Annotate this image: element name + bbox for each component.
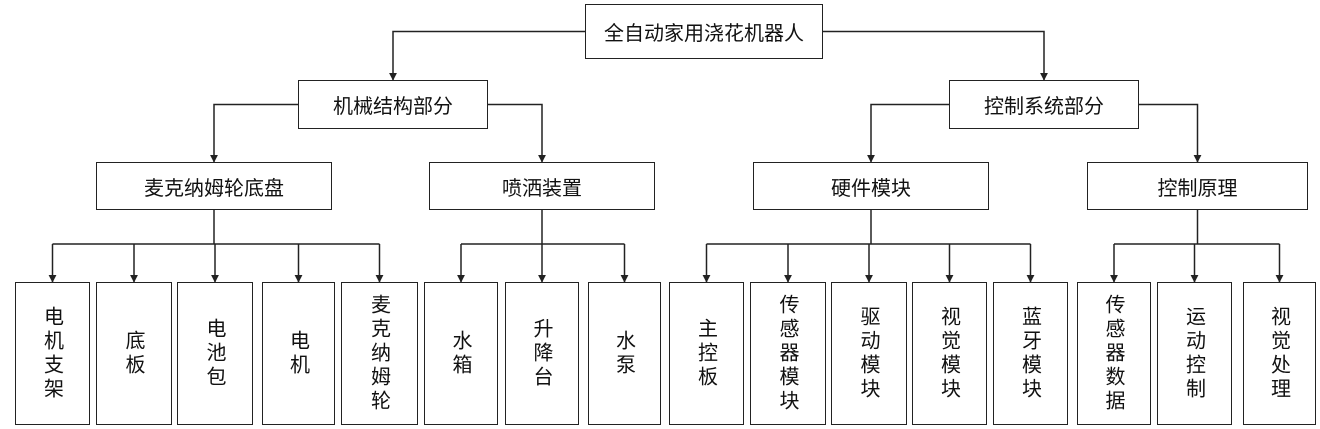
connector-line-4	[867, 103, 949, 163]
leaf-node-motor: 电机	[262, 282, 335, 425]
root-node: 全自动家用浇花机器人	[585, 4, 823, 59]
leaf-node-motor-bracket: 电机支架	[15, 282, 90, 425]
leaf-node-bluetooth-module: 蓝牙模块	[993, 282, 1068, 425]
leaf-node-lift-platform: 升降台	[505, 282, 579, 425]
group-node-spray-device: 喷洒装置	[429, 162, 655, 210]
connector-line-2	[210, 103, 298, 163]
connector-line-0	[389, 30, 585, 81]
leaf-node-water-pump: 水泵	[588, 282, 661, 425]
branch-node-control: 控制系统部分	[949, 80, 1139, 129]
leaf-node-vision-module: 视觉模块	[912, 282, 987, 425]
leaf-node-sensor-data: 传感器数据	[1077, 282, 1151, 425]
leaf-node-mecanum-wheel: 麦克纳姆轮	[341, 282, 418, 425]
leaf-node-main-board: 主控板	[669, 282, 744, 425]
connector-line-3	[488, 103, 546, 163]
leaf-node-battery-pack: 电池包	[177, 282, 253, 425]
group-node-mecanum-chassis: 麦克纳姆轮底盘	[96, 162, 332, 210]
connector-line-1	[823, 30, 1048, 81]
leaf-node-water-tank: 水箱	[424, 282, 498, 425]
leaf-node-motion-control: 运动控制	[1157, 282, 1232, 425]
group-node-control-principle: 控制原理	[1087, 162, 1308, 210]
leaf-node-sensor-module: 传感器模块	[750, 282, 826, 425]
leaf-node-base-plate: 底板	[96, 282, 172, 425]
connector-line-5	[1139, 103, 1202, 163]
branch-node-mechanical: 机械结构部分	[298, 80, 488, 129]
leaf-node-vision-processing: 视觉处理	[1243, 282, 1316, 425]
group-node-hardware-module: 硬件模块	[753, 162, 989, 210]
leaf-node-drive-module: 驱动模块	[831, 282, 907, 425]
